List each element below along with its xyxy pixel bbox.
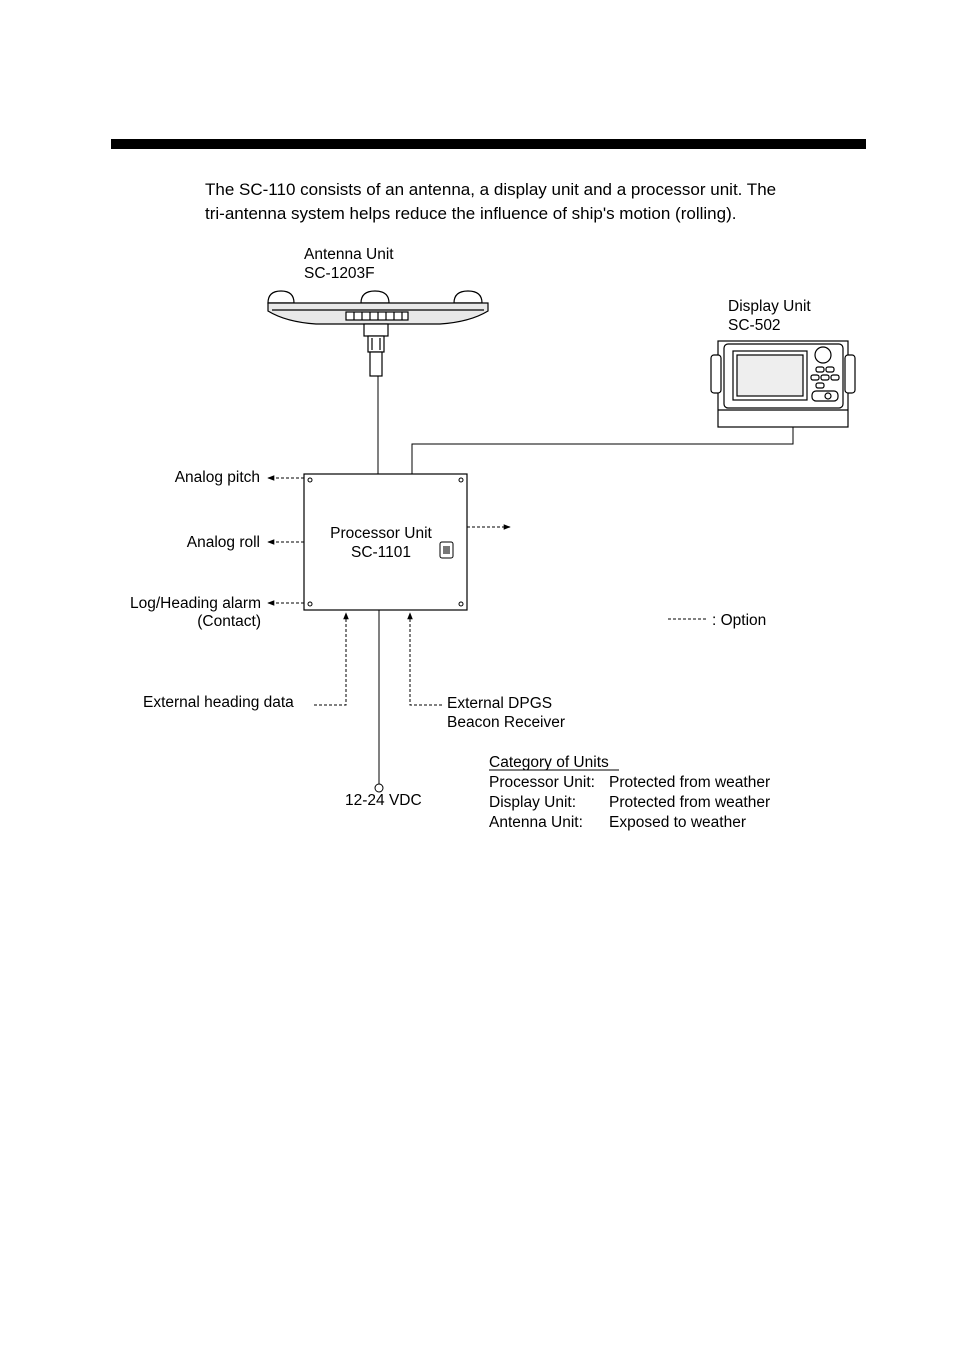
- external-heading-line: [314, 612, 349, 706]
- intro-paragraph: The SC-110 consists of an antenna, a dis…: [205, 178, 845, 226]
- display-unit-illustration: [710, 340, 856, 428]
- dgps-label-line-1: External DPGS: [447, 695, 552, 712]
- category-table: Category of Units Processor Unit: Protec…: [489, 754, 770, 831]
- option-legend-label: : Option: [712, 612, 766, 629]
- category-row-status: Protected from weather: [609, 774, 770, 791]
- category-row-status: Protected from weather: [609, 794, 770, 811]
- dgps-line: [407, 612, 442, 706]
- analog-pitch-label: Analog pitch: [175, 469, 260, 486]
- external-heading-label: External heading data: [143, 694, 294, 711]
- category-row-unit: Antenna Unit:: [489, 814, 583, 831]
- category-row-unit: Display Unit:: [489, 794, 576, 811]
- display-unit-model: SC-502: [728, 317, 781, 334]
- power-terminal-icon: [374, 783, 384, 793]
- category-title: Category of Units: [489, 754, 609, 771]
- dgps-label-line-2: Beacon Receiver: [447, 714, 565, 731]
- antenna-unit-model: SC-1203F: [304, 265, 375, 282]
- category-row-unit: Processor Unit:: [489, 774, 595, 791]
- intro-line-1: The SC-110 consists of an antenna, a dis…: [205, 180, 777, 199]
- antenna-unit-illustration: [267, 290, 489, 377]
- antenna-unit-name: Antenna Unit: [304, 246, 394, 263]
- processor-unit-model: SC-1101: [351, 544, 411, 561]
- analog-roll-label: Analog roll: [187, 534, 260, 551]
- display-cable: [411, 427, 794, 474]
- display-unit-name: Display Unit: [728, 298, 811, 315]
- category-row-status: Exposed to weather: [609, 814, 746, 831]
- top-rule: [111, 139, 866, 149]
- power-label: 12-24 VDC: [345, 792, 422, 809]
- processor-unit-box: [303, 473, 468, 611]
- processor-unit-name: Processor Unit: [330, 525, 432, 542]
- intro-line-2: tri-antenna system helps reduce the infl…: [205, 204, 737, 223]
- log-alarm-label: Log/Heading alarm: [130, 595, 261, 612]
- log-alarm-contact-label: (Contact): [197, 613, 261, 630]
